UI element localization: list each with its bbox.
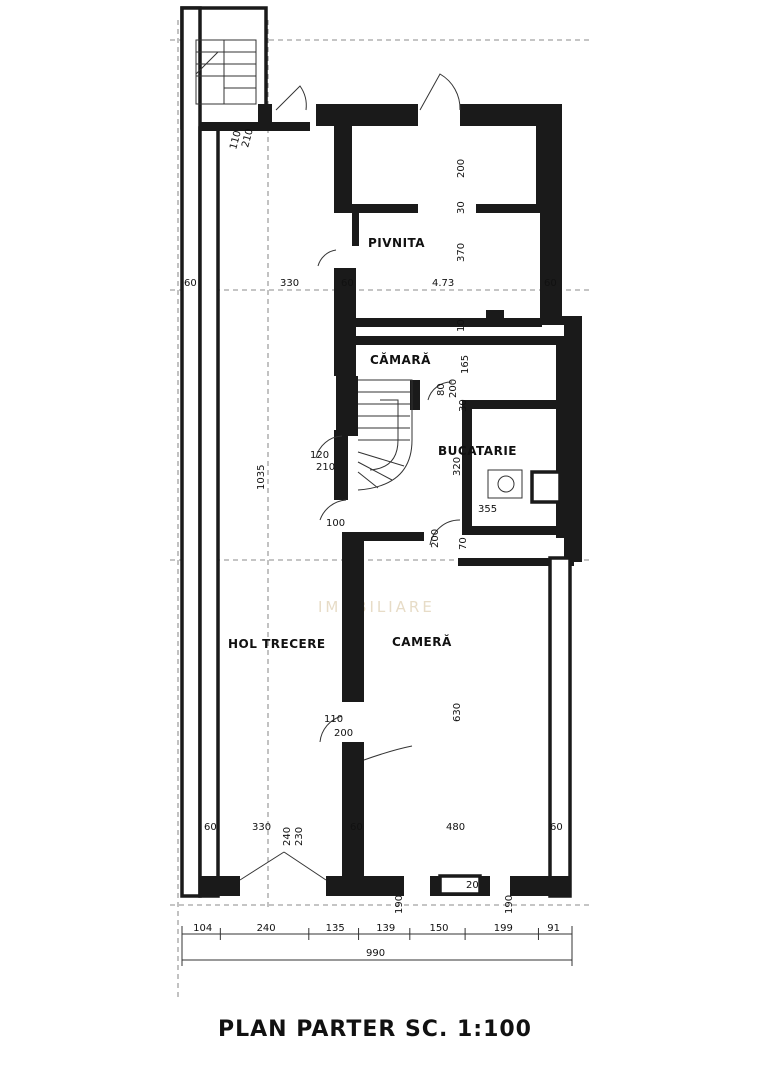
room-label-bucatarie: BUCATARIE <box>438 444 517 458</box>
dim-segment-label: 199 <box>494 923 513 934</box>
dim-segment-label: 139 <box>376 923 395 934</box>
dim-label: 210 <box>240 127 256 148</box>
door-swings <box>239 73 461 881</box>
dim-segment-label: 150 <box>429 923 448 934</box>
dim-label: 230 <box>294 827 305 846</box>
dim-label: 60 <box>184 278 197 289</box>
left-outer-wall <box>180 6 202 898</box>
dim-label: 200 <box>448 379 459 398</box>
dim-label: 60 <box>341 278 354 289</box>
room-label-camara: CĂMARĂ <box>370 352 431 367</box>
dim-label: 355 <box>478 504 497 515</box>
dim-label: 190 <box>394 895 405 914</box>
dim-segment-label: 135 <box>326 923 345 934</box>
tower-stairs <box>195 39 257 105</box>
dim-label: 70 <box>458 537 469 550</box>
right-outer-wall <box>548 556 572 898</box>
room-label-camera: CAMERĂ <box>392 634 452 649</box>
dim-label: 100 <box>326 518 345 529</box>
dim-label: 210 <box>316 462 335 473</box>
dim-label: 320 <box>452 457 463 476</box>
dim-label: 370 <box>456 243 467 262</box>
dim-label: 60 <box>550 822 563 833</box>
dim-label: 110 <box>228 129 244 150</box>
dim-label: 330 <box>252 822 271 833</box>
walls <box>180 6 582 898</box>
dim-label: 165 <box>460 355 471 374</box>
dim-label: 110 <box>324 714 343 725</box>
room-label-hol-trecere: HOL TRECERE <box>228 637 326 651</box>
stove-symbol <box>487 469 523 499</box>
dim-label: 120 <box>310 450 329 461</box>
paper-grid <box>170 20 590 1000</box>
dim-total: 990 <box>366 948 385 959</box>
dim-label: 10 <box>456 319 467 332</box>
dimension-labels: 60 330 60 4.73 60 200 30 370 10 165 80 2… <box>184 127 563 914</box>
dim-label: 4.73 <box>432 278 454 289</box>
dim-label: 60 <box>544 278 557 289</box>
dim-label: 60 <box>204 822 217 833</box>
plan-title: PLAN PARTER SC. 1:100 <box>218 1017 532 1042</box>
dim-label: 30 <box>456 201 467 214</box>
dim-segment-label: 91 <box>547 923 560 934</box>
dim-label: 200 <box>456 159 467 178</box>
dim-segment-label: 240 <box>257 923 276 934</box>
room-label-pivnita: PIVNITA <box>368 236 425 250</box>
dim-label: 1035 <box>256 465 267 490</box>
dim-label: 200 <box>430 529 441 548</box>
dim-label: 240 <box>282 827 293 846</box>
dim-label: 20 <box>466 880 479 891</box>
watermark: IMOBILIARE <box>318 598 435 616</box>
dim-label: 60 <box>350 822 363 833</box>
dim-label: 480 <box>446 822 465 833</box>
dim-label: 330 <box>280 278 299 289</box>
dim-segment-label: 104 <box>193 923 212 934</box>
dim-label: 200 <box>334 728 353 739</box>
dim-label: 630 <box>452 703 463 722</box>
dim-label: 80 <box>436 383 447 396</box>
bottom-dimension-lines: 104 240 135 139 150 199 91 990 <box>181 923 573 966</box>
dim-label: 190 <box>504 895 515 914</box>
hall-left-wall <box>198 126 220 898</box>
spiral-stair <box>357 379 413 491</box>
dim-label: 30 <box>458 399 469 412</box>
